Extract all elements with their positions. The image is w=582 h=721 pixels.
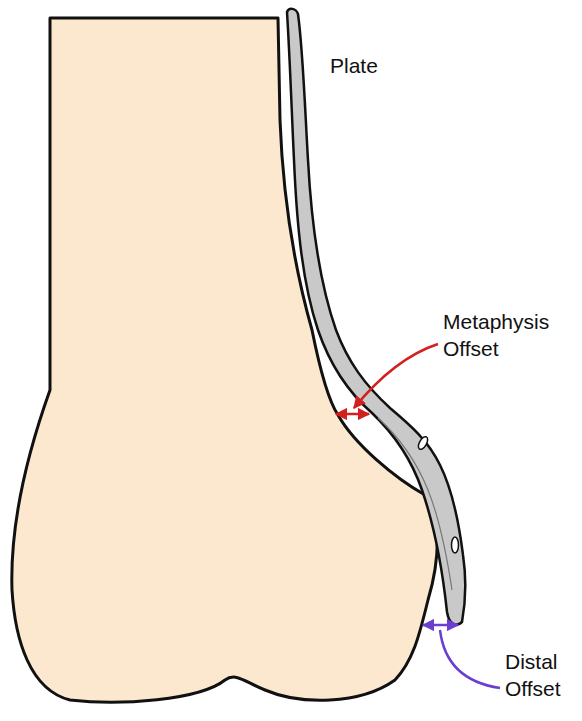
plate bbox=[287, 9, 465, 625]
leader-line bbox=[354, 344, 438, 408]
part-label: Plate bbox=[330, 52, 420, 79]
part-label: Metaphysis Offset bbox=[443, 308, 578, 363]
screw-hole bbox=[416, 435, 429, 451]
screw-hole bbox=[452, 537, 459, 553]
metaphysis-offset-arrow bbox=[336, 413, 369, 416]
part-label: Distal Offset bbox=[505, 648, 577, 703]
plate-groove bbox=[378, 418, 452, 590]
distal-offset-arrow bbox=[423, 624, 458, 627]
bone bbox=[12, 18, 438, 702]
leader-line bbox=[440, 630, 500, 688]
